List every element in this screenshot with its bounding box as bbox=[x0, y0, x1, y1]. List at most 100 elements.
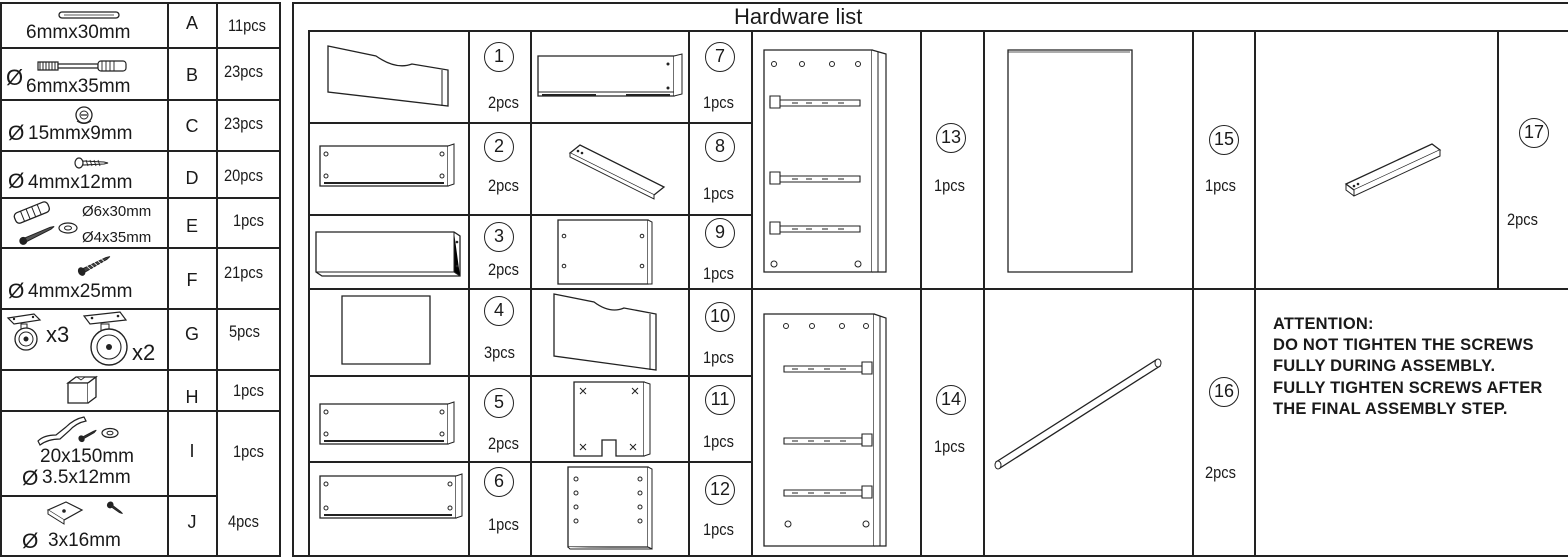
panel-qty: 2pcs bbox=[488, 93, 519, 112]
slat-icon bbox=[568, 143, 666, 199]
panel-number-badge: 2 bbox=[484, 132, 514, 162]
panel-qty: 2pcs bbox=[1205, 463, 1236, 482]
row-divider bbox=[308, 375, 752, 377]
hardware-size: 6mmx35mm bbox=[26, 76, 131, 97]
short-screw-icon bbox=[74, 157, 110, 169]
panel-qty: 1pcs bbox=[1205, 176, 1236, 195]
column-divider bbox=[751, 30, 753, 557]
row-divider bbox=[0, 410, 281, 412]
panel-number-badge: 11 bbox=[705, 385, 735, 415]
attention-line: FULLY DURING ASSEMBLY. bbox=[1273, 357, 1496, 375]
panel-qty: 1pcs bbox=[703, 264, 734, 283]
hardware-letter: B bbox=[185, 65, 198, 85]
panel-qty: 1pcs bbox=[703, 520, 734, 539]
hardware-qty: 23pcs bbox=[224, 114, 264, 133]
panel-qty: 1pcs bbox=[703, 93, 734, 112]
panel-qty: 2pcs bbox=[488, 260, 519, 279]
back-board-icon bbox=[556, 218, 656, 286]
column-divider bbox=[1497, 30, 1499, 289]
panels-inner-frame bbox=[308, 30, 1568, 557]
column-divider bbox=[688, 30, 690, 557]
panel-number-badge: 10 bbox=[705, 302, 735, 332]
row-divider bbox=[0, 197, 281, 199]
diameter-symbol: Ø bbox=[8, 170, 25, 193]
hardware-table-border bbox=[0, 2, 281, 557]
side-panel-with-rails-icon bbox=[762, 312, 892, 548]
curved-front-panel-icon bbox=[552, 292, 660, 372]
panel-qty: 2pcs bbox=[488, 434, 519, 453]
hardware-qty: 23pcs bbox=[224, 62, 264, 81]
panel-number-badge: 12 bbox=[705, 475, 735, 505]
attention-line: THE FINAL ASSEMBLY STEP. bbox=[1273, 400, 1508, 418]
panel-number-badge: 15 bbox=[1209, 125, 1239, 155]
hardware-qty: 5pcs bbox=[229, 322, 260, 341]
diameter-symbol: Ø bbox=[22, 530, 39, 553]
column-divider bbox=[1254, 30, 1256, 557]
attention-line: FULLY TIGHTEN SCREWS AFTER bbox=[1273, 379, 1543, 397]
column-divider bbox=[167, 2, 169, 557]
hardware-letter: I bbox=[189, 441, 195, 461]
hardware-letter: H bbox=[185, 387, 199, 407]
long-screw-icon bbox=[77, 254, 112, 276]
hardware-qty: 21pcs bbox=[224, 263, 264, 282]
hardware-letter: J bbox=[187, 512, 197, 532]
row-divider bbox=[308, 288, 1568, 290]
row-divider bbox=[0, 369, 281, 371]
hardware-letter: D bbox=[185, 168, 199, 188]
diameter-symbol: Ø bbox=[6, 65, 24, 90]
hardware-size: 20x150mm bbox=[40, 446, 134, 467]
long-shelf-panel-icon bbox=[536, 52, 684, 102]
panel-qty: 1pcs bbox=[703, 348, 734, 367]
panel-qty: 2pcs bbox=[488, 176, 519, 195]
caster-wheels-icon bbox=[4, 310, 134, 368]
panel-qty: 1pcs bbox=[488, 515, 519, 534]
panel-qty: 1pcs bbox=[703, 184, 734, 203]
hardware-letter: A bbox=[185, 13, 198, 33]
panel-number-badge: 14 bbox=[936, 385, 966, 415]
panel-number-badge: 6 bbox=[484, 467, 514, 497]
rod-icon bbox=[990, 352, 1166, 474]
panel-number-badge: 16 bbox=[1209, 377, 1239, 407]
caster-count-small: x3 bbox=[46, 322, 70, 347]
row-divider bbox=[0, 47, 281, 49]
panel-number-badge: 3 bbox=[484, 222, 514, 252]
tall-drilled-panel-icon bbox=[566, 465, 656, 551]
hardware-size-anchor: Ø6x30mm bbox=[82, 203, 152, 220]
page-title: Hardware list bbox=[734, 4, 863, 29]
row-divider bbox=[308, 214, 752, 216]
hardware-size: 15mmx9mm bbox=[28, 123, 133, 144]
hardware-qty: 1pcs bbox=[233, 381, 264, 400]
row-divider bbox=[0, 247, 281, 249]
anti-tip-strap-icon bbox=[34, 413, 120, 447]
panel-qty: 3pcs bbox=[484, 343, 515, 362]
column-divider bbox=[1192, 30, 1194, 557]
diameter-symbol: Ø bbox=[8, 280, 25, 303]
column-divider bbox=[468, 30, 470, 557]
wall-anchor-kit-icon bbox=[10, 199, 82, 245]
diameter-symbol: Ø bbox=[22, 467, 39, 490]
square-board-icon bbox=[340, 294, 434, 366]
column-divider bbox=[530, 30, 532, 557]
hardware-qty: 1pcs bbox=[233, 442, 264, 461]
hardware-size: 4mmx25mm bbox=[28, 281, 133, 302]
side-panel-with-rails-icon bbox=[762, 48, 892, 274]
hardware-size: 3x16mm bbox=[48, 530, 121, 551]
hardware-size: 6mmx30mm bbox=[26, 22, 131, 43]
panel-number-badge: 5 bbox=[484, 388, 514, 418]
panel-qty: 1pcs bbox=[934, 176, 965, 195]
hardware-qty: 1pcs bbox=[233, 211, 264, 230]
panel-number-badge: 1 bbox=[484, 42, 514, 72]
plain-board-icon bbox=[314, 230, 464, 278]
drilled-panel-icon bbox=[318, 400, 456, 448]
cam-bolt-icon bbox=[36, 58, 132, 74]
row-divider bbox=[308, 122, 752, 124]
row-divider bbox=[0, 150, 281, 152]
corner-bracket-icon bbox=[44, 498, 128, 524]
attention-heading: ATTENTION: bbox=[1273, 315, 1374, 333]
row-divider bbox=[308, 461, 752, 463]
hardware-letter: G bbox=[184, 324, 199, 344]
attention-line: DO NOT TIGHTEN THE SCREWS bbox=[1273, 336, 1534, 354]
cube-foot-icon bbox=[64, 375, 100, 407]
column-divider bbox=[983, 30, 985, 557]
notched-panel-icon bbox=[572, 380, 652, 458]
